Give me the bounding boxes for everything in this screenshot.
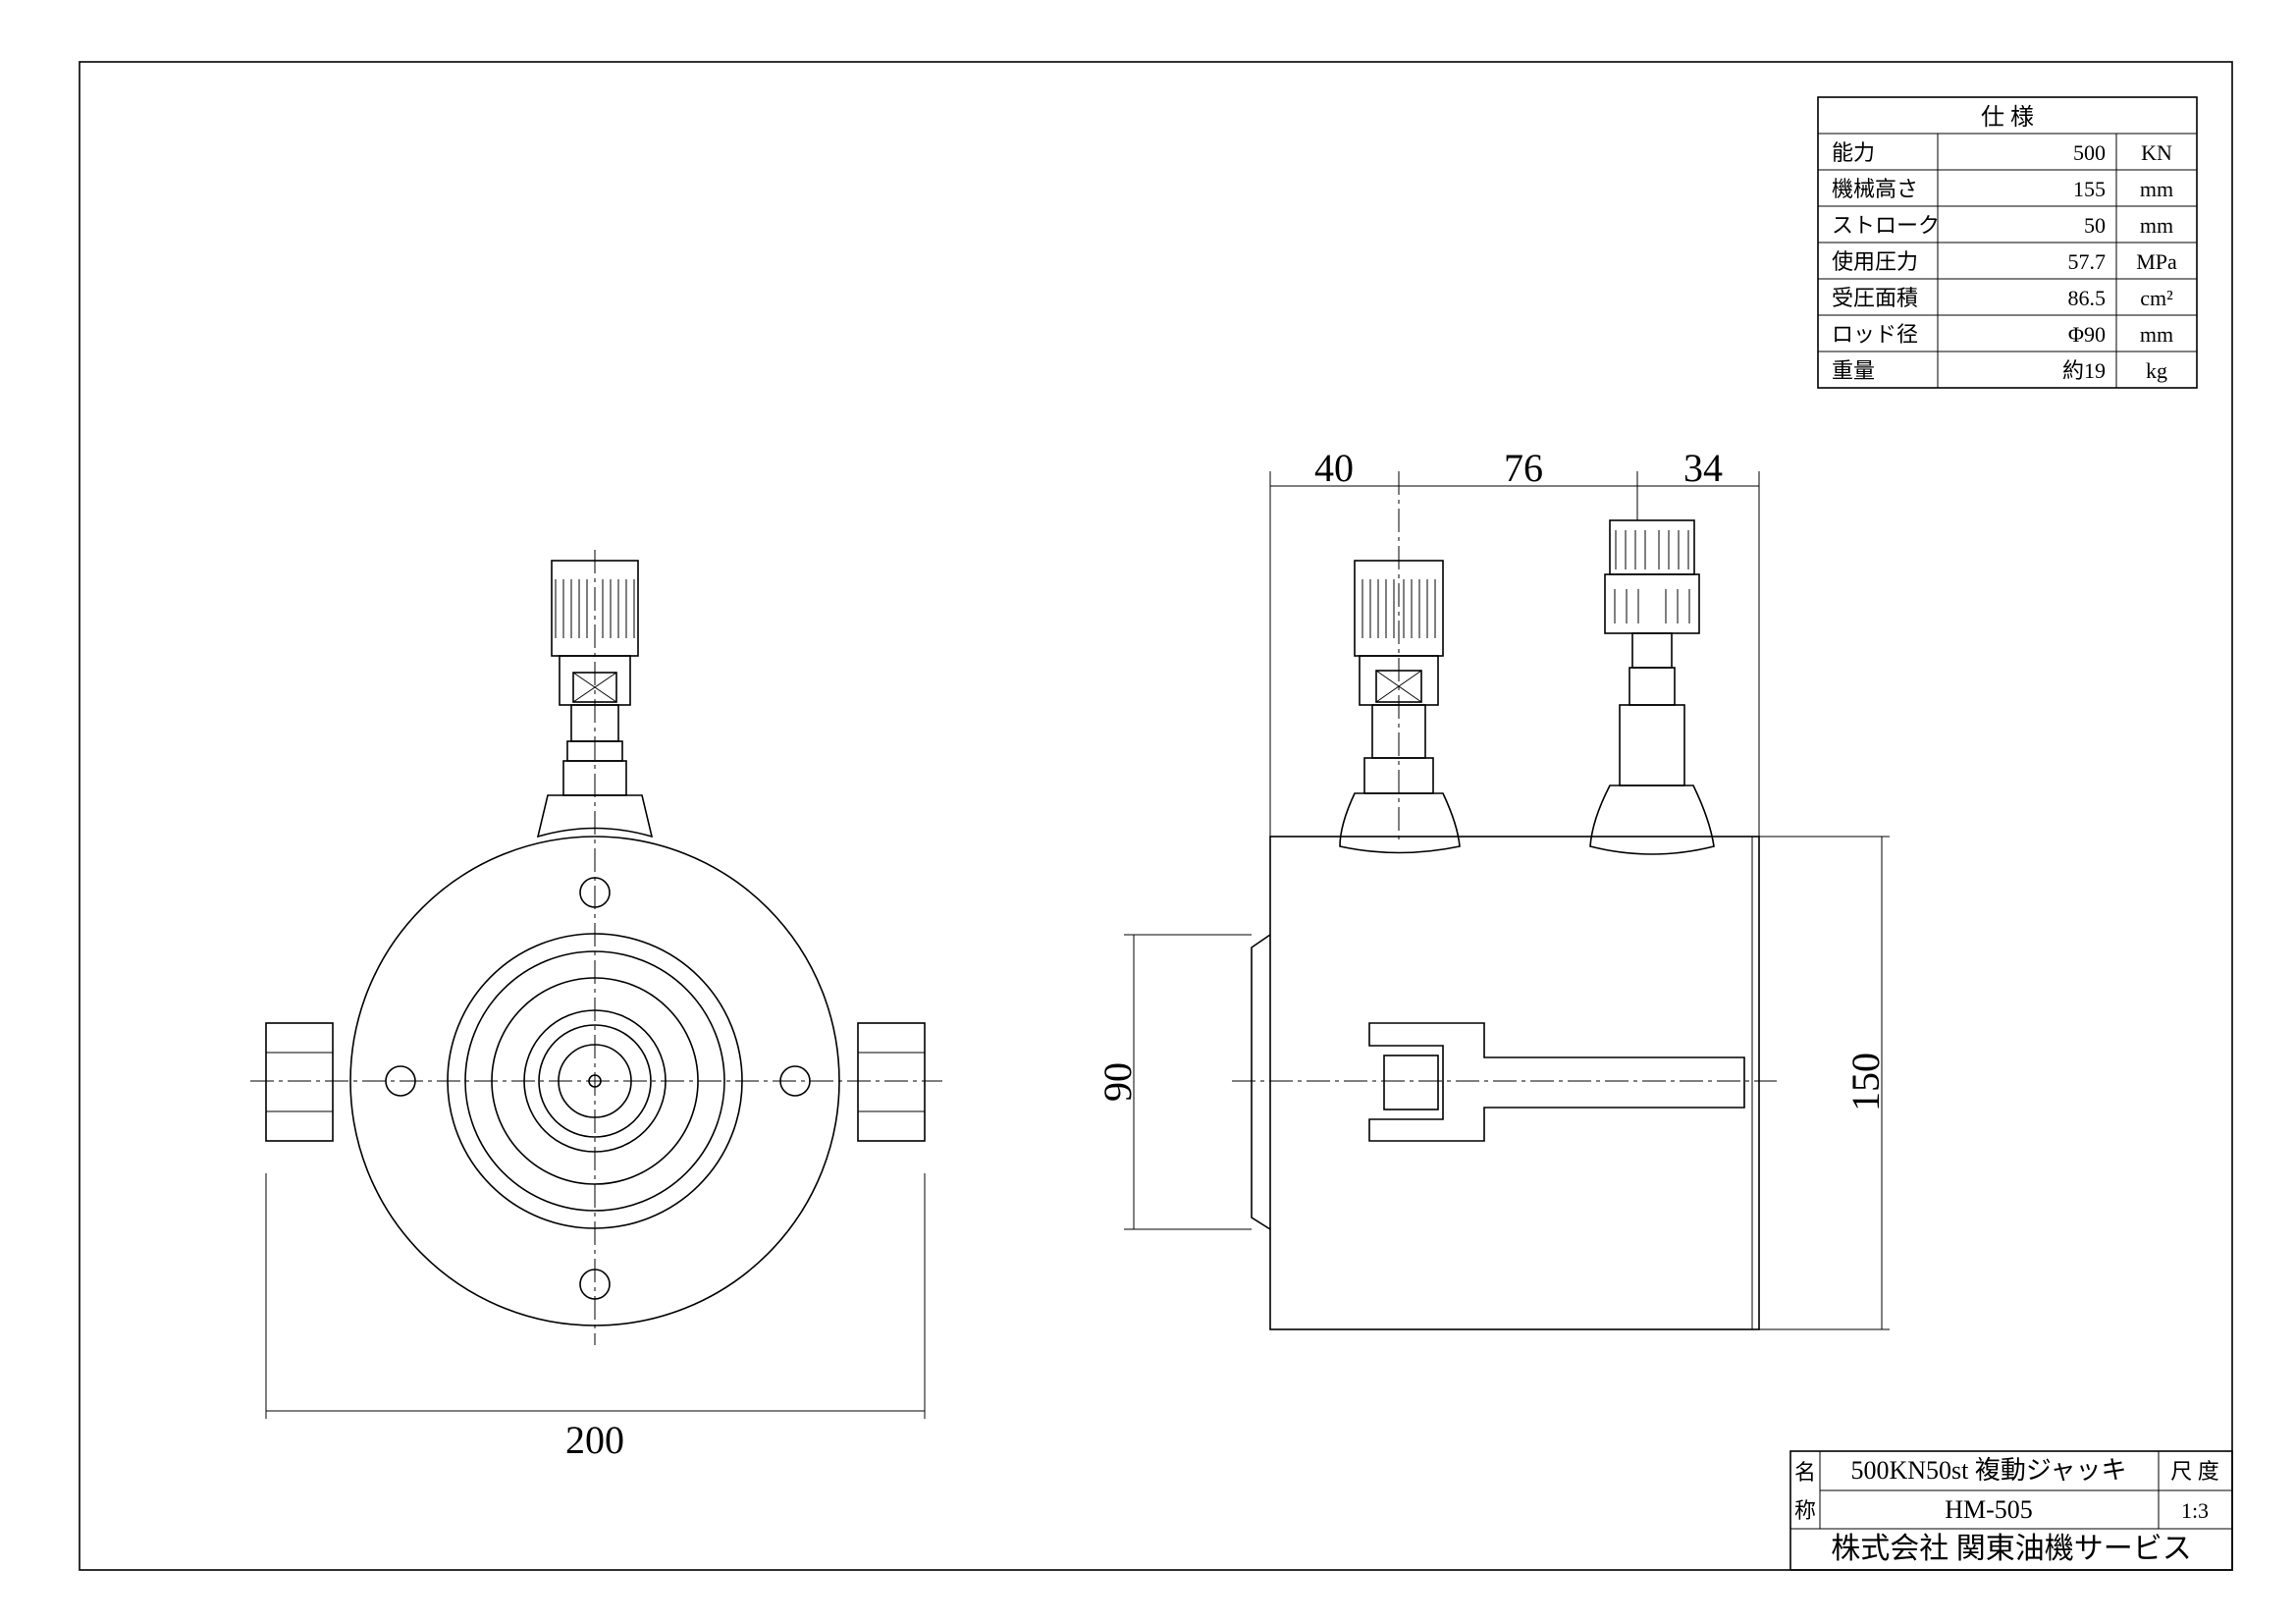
spec-table-title: 仕 様 xyxy=(1981,104,2034,131)
front-view: 200 xyxy=(250,550,942,1462)
dim-body-height: 150 xyxy=(1843,1053,1888,1111)
dim-top-2: 76 xyxy=(1504,446,1543,490)
spec-value: 500 xyxy=(2073,140,2106,165)
spec-label: ロッド径 xyxy=(1832,322,1918,347)
scale-value: 1:3 xyxy=(2181,1498,2209,1523)
spec-unit: kg xyxy=(2146,358,2167,383)
name-label-2: 称 xyxy=(1794,1498,1816,1523)
dim-rod-height: 90 xyxy=(1095,1062,1140,1102)
spec-value: 50 xyxy=(2084,213,2106,238)
spec-unit: cm² xyxy=(2140,286,2173,310)
spec-unit: MPa xyxy=(2136,249,2177,274)
spec-value: 86.5 xyxy=(2068,286,2107,310)
spec-value: 約19 xyxy=(2062,358,2106,383)
sheet-border xyxy=(79,61,2233,1571)
side-view: 40 76 34 90 150 xyxy=(1095,446,1890,1330)
spec-unit: KN xyxy=(2141,140,2172,165)
spec-label: 受圧面積 xyxy=(1832,286,1918,310)
spec-unit: mm xyxy=(2140,177,2173,201)
spec-table: 能力 500 KN 機械高さ 155 mm ストローク 50 mm 使用圧力 57.7 MPa 受圧面積… xyxy=(1817,96,2198,389)
company-name: 株式会社 関東油機サービス xyxy=(1831,1533,2192,1565)
spec-value: 155 xyxy=(2073,177,2106,201)
scale-label: 尺 度 xyxy=(2170,1459,2219,1484)
dim-front-width: 200 xyxy=(565,1418,624,1462)
spec-label: 重量 xyxy=(1832,358,1875,383)
spec-label: 使用圧力 xyxy=(1832,249,1918,274)
spec-unit: mm xyxy=(2140,213,2173,238)
title-block: 名 称 500KN50st 複動ジャッキ HM-505 尺 度 1:3 株式会社… xyxy=(1789,1450,2233,1571)
dim-top-1: 40 xyxy=(1314,446,1354,490)
dim-top-3: 34 xyxy=(1683,446,1723,490)
spec-value: 57.7 xyxy=(2068,249,2107,274)
model-number: HM-505 xyxy=(1945,1495,2033,1524)
product-name: 500KN50st 複動ジャッキ xyxy=(1850,1456,2126,1485)
name-label-1: 名 xyxy=(1794,1460,1816,1485)
spec-value: Φ90 xyxy=(2068,322,2106,347)
spec-label: 能力 xyxy=(1832,140,1875,165)
spec-label: 機械高さ xyxy=(1832,177,1918,201)
spec-unit: mm xyxy=(2140,322,2173,347)
spec-label: ストローク xyxy=(1832,213,1940,238)
